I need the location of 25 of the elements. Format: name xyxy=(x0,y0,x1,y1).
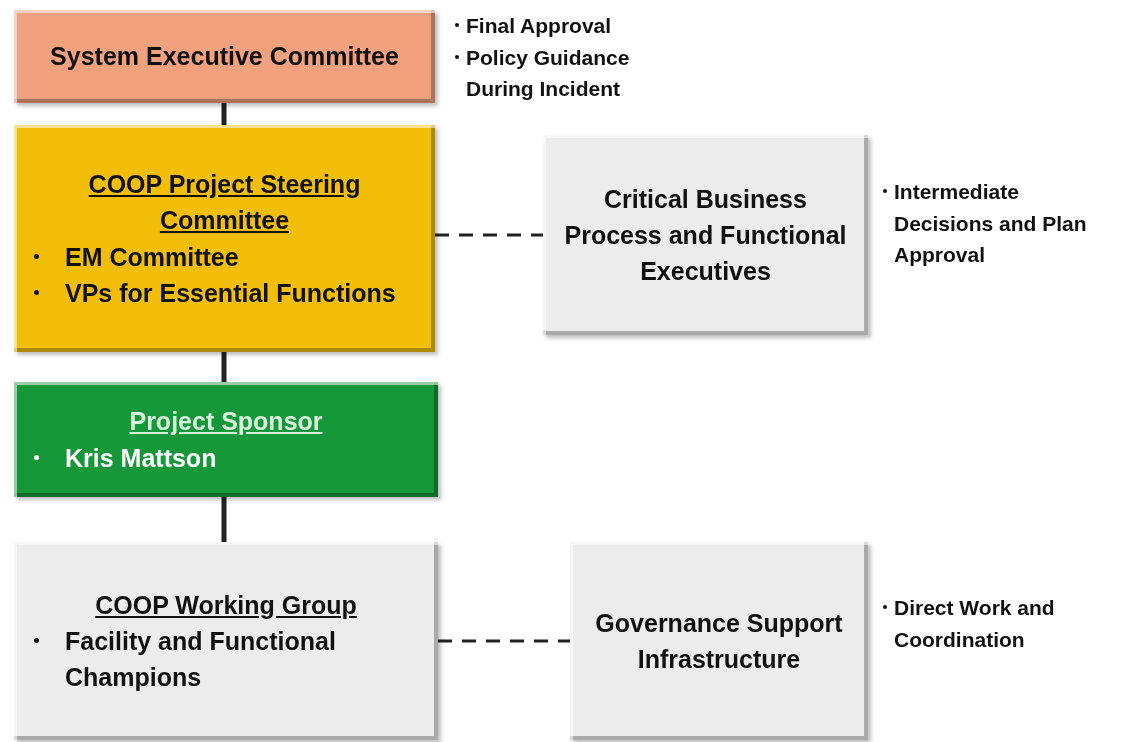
list-item: Kris Mattson xyxy=(65,442,217,474)
note-text: Intermediate Decisions and Plan Approval xyxy=(894,179,1088,268)
list-item: Facility and Functional Champions xyxy=(65,625,337,694)
box-heading: Critical Business Process and Functional Executives xyxy=(563,183,848,288)
org-box xyxy=(570,542,868,740)
org-box xyxy=(14,125,435,352)
connector-line xyxy=(221,352,227,382)
note-text: Policy Guidance During Incident xyxy=(466,44,631,102)
note-text: Final Approval xyxy=(466,13,612,39)
org-box xyxy=(14,10,435,103)
org-box xyxy=(14,542,438,740)
box-heading: COOP Working Group xyxy=(94,589,358,621)
connector-line xyxy=(435,233,543,237)
box-heading: Governance Support Infrastructure xyxy=(594,607,844,675)
list-item: VPs for Essential Functions xyxy=(65,277,396,309)
list-item: EM Committee xyxy=(65,241,239,273)
box-heading: Project Sponsor xyxy=(128,406,324,438)
note-text: Direct Work and Coordination xyxy=(894,595,1056,653)
org-box xyxy=(14,382,438,497)
box-heading: COOP Project Steering Committee xyxy=(87,169,362,237)
connector-line xyxy=(221,497,227,542)
connector-line xyxy=(221,103,227,125)
box-heading: System Executive Committee xyxy=(49,41,400,73)
connector-line xyxy=(438,639,570,643)
org-box xyxy=(543,135,868,335)
